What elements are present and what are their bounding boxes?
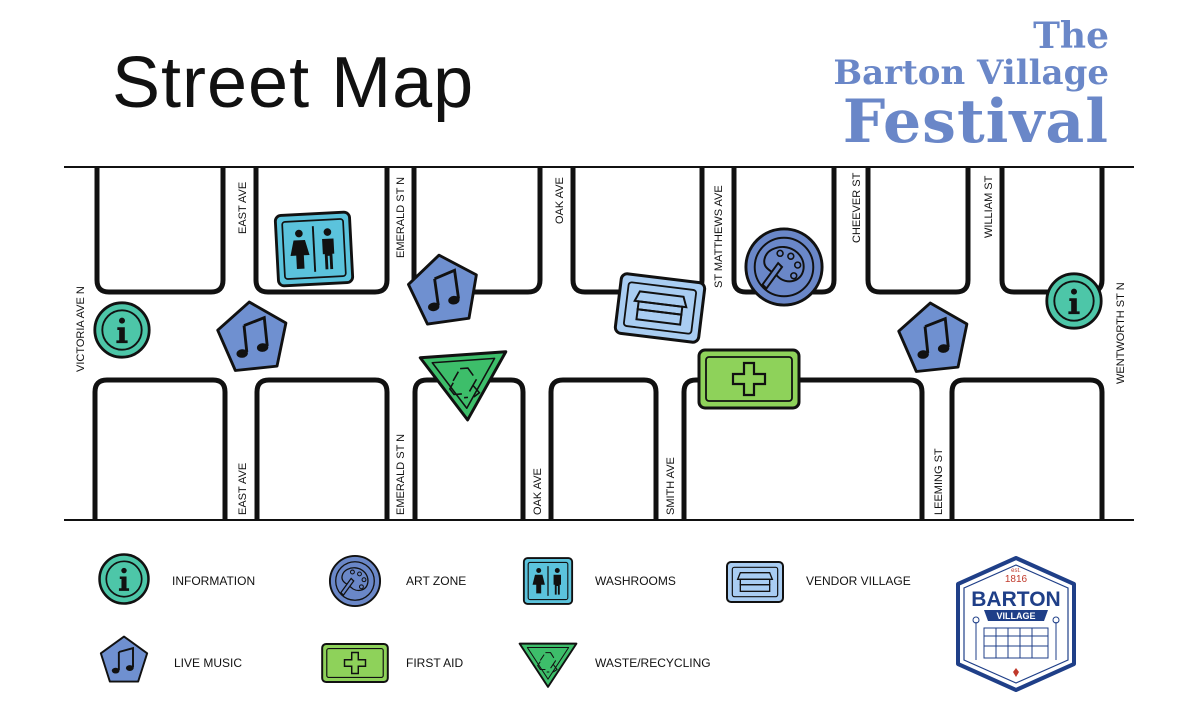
first-aid-cross-icon xyxy=(697,348,801,410)
music-note-icon xyxy=(894,297,973,375)
street-label-smith: SMITH AVE xyxy=(665,457,677,515)
street-label-leeming: LEEMING ST xyxy=(933,448,945,515)
street-label-cheever: CHEEVER ST xyxy=(851,172,863,243)
block-upper xyxy=(865,167,971,295)
block-upper xyxy=(94,167,226,295)
street-label-emerald-lower: EMERALD ST N xyxy=(395,434,407,515)
legend-label: FIRST AID xyxy=(406,656,463,670)
festival-logo: The Barton Village Festival xyxy=(833,18,1109,152)
lower-blocks xyxy=(92,377,1105,520)
legend: INFORMATION ART ZONE WASHROOMS VENDOR VI… xyxy=(98,553,911,688)
art-palette-icon xyxy=(328,554,382,608)
block-lower xyxy=(92,377,228,520)
legend-label: INFORMATION xyxy=(172,574,255,588)
logo-line-3: Festival xyxy=(842,87,1109,157)
music-note-icon xyxy=(99,635,149,683)
page-title: Street Map xyxy=(112,43,475,123)
first-aid-cross-icon xyxy=(321,642,389,684)
legend-item-vendor-village: VENDOR VILLAGE xyxy=(725,560,911,604)
street-label-victoria: VICTORIA AVE N xyxy=(75,286,87,372)
legend-item-waste-recycling: WASTE/RECYCLING xyxy=(518,642,711,688)
street-label-wentworth: WENTWORTH ST N xyxy=(1115,282,1127,384)
music-note-icon xyxy=(403,248,484,328)
recycling-icon xyxy=(518,642,578,688)
washroom-icon xyxy=(522,557,574,605)
legend-label: LIVE MUSIC xyxy=(174,656,242,670)
badge-hexagon xyxy=(956,556,1076,692)
badge-year: 1816 xyxy=(1005,574,1028,585)
art-palette-icon xyxy=(744,227,824,307)
badge-building-drawing xyxy=(972,616,1060,660)
marker-first-aid[interactable] xyxy=(697,348,801,410)
block-lower xyxy=(254,377,390,520)
street-label-oak-upper: OAK AVE xyxy=(554,177,566,224)
legend-label: WASHROOMS xyxy=(595,574,676,588)
marker-art-zone[interactable] xyxy=(744,227,824,307)
marker-live-music-emerald[interactable] xyxy=(403,248,484,328)
marker-waste-recycling[interactable] xyxy=(418,350,512,425)
street-label-st-matthews: ST MATTHEWS AVE xyxy=(713,185,725,288)
barton-village-badge: est. 1816 BARTON VILLAGE xyxy=(956,556,1076,692)
legend-item-information: INFORMATION xyxy=(98,553,255,605)
logo-line-2: Barton Village xyxy=(833,53,1109,93)
badge-inner-border xyxy=(963,564,1069,684)
legend-item-live-music: LIVE MUSIC xyxy=(99,635,242,683)
block-upper xyxy=(253,167,390,295)
block-lower xyxy=(949,377,1105,520)
vendor-tent-icon xyxy=(725,560,785,604)
legend-item-first-aid: FIRST AID xyxy=(321,642,463,684)
information-icon xyxy=(93,301,151,359)
logo-line-1: The xyxy=(1033,15,1109,57)
street-label-emerald-upper: EMERALD ST N xyxy=(395,177,407,258)
marker-information-east[interactable] xyxy=(1045,272,1103,330)
maple-leaf-icon xyxy=(1013,668,1019,677)
information-icon xyxy=(1045,272,1103,330)
information-icon xyxy=(98,553,150,605)
legend-item-washrooms: WASHROOMS xyxy=(522,557,676,605)
block-lower xyxy=(548,377,659,520)
vendor-tent-icon xyxy=(613,271,707,345)
marker-information-west[interactable] xyxy=(93,301,151,359)
street-label-oak-lower: OAK AVE xyxy=(532,468,544,515)
badge-name: BARTON xyxy=(971,588,1060,611)
badge-est: est. xyxy=(1011,568,1021,574)
block-lower xyxy=(681,377,925,520)
marker-live-music-east-ave[interactable] xyxy=(213,296,292,374)
badge-subtitle: VILLAGE xyxy=(996,611,1035,621)
marker-live-music-leeming[interactable] xyxy=(894,297,973,375)
badge-ribbon xyxy=(984,610,1048,621)
block-upper xyxy=(999,167,1105,295)
legend-item-art-zone: ART ZONE xyxy=(328,554,466,608)
legend-label: WASTE/RECYCLING xyxy=(595,656,711,670)
street-label-east-lower: EAST AVE xyxy=(237,463,249,515)
marker-washrooms[interactable] xyxy=(273,210,355,288)
legend-label: VENDOR VILLAGE xyxy=(806,574,911,588)
legend-label: ART ZONE xyxy=(406,574,466,588)
street-label-william: WILLIAM ST xyxy=(983,175,995,238)
marker-vendor-village[interactable] xyxy=(613,271,707,345)
recycling-icon xyxy=(418,350,512,425)
block-upper xyxy=(570,167,705,295)
music-note-icon xyxy=(213,296,292,374)
washroom-icon xyxy=(273,210,355,288)
street-label-east-upper: EAST AVE xyxy=(237,182,249,234)
